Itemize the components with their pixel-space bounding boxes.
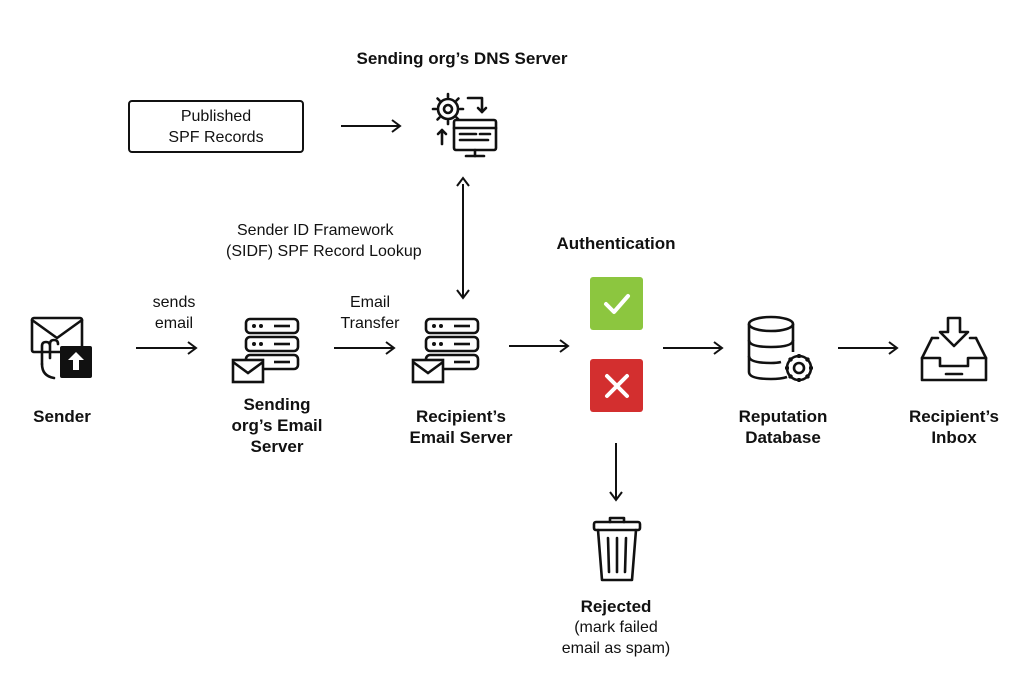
recipient-server-line1: Recipient’s	[415, 407, 507, 426]
email-transfer-line2: Transfer	[340, 315, 400, 332]
auth-pass-badge	[590, 277, 643, 330]
recipient-inbox-label: Recipient’s Inbox	[890, 406, 1018, 448]
authentication-title: Authentication	[556, 234, 676, 253]
recipient-server-label: Recipient’s Email Server	[386, 406, 536, 448]
sidf-label: Sender ID Framework (SIDF) SPF Record Lo…	[226, 220, 446, 262]
email-transfer-label: Email Transfer	[330, 292, 410, 334]
dns-server-icon	[431, 92, 498, 158]
recipient-server-line2: Email Server	[409, 428, 513, 447]
spf-records-box: Published SPF Records	[128, 100, 304, 153]
trash-icon	[592, 516, 642, 582]
check-icon	[603, 293, 630, 314]
dns-server-title: Sending org’s DNS Server	[356, 49, 568, 68]
email-transfer-line1: Email	[349, 294, 390, 311]
reputation-db-line2: Database	[745, 428, 821, 447]
sends-email-label: sends email	[134, 292, 214, 334]
sender-label: Sender	[33, 407, 91, 426]
rejected-title: Rejected	[580, 597, 652, 616]
spf-box-line1: Published	[180, 107, 252, 125]
sending-email-server-icon	[231, 317, 300, 384]
sender-email-icon	[30, 316, 92, 380]
sending-server-line3: Server	[250, 437, 304, 456]
database-gear-icon	[747, 315, 813, 382]
rejected-label: Rejected (mark failed email as spam)	[541, 596, 691, 659]
sending-server-label: Sending org’s Email Server	[212, 394, 342, 457]
sends-email-line2: email	[154, 315, 194, 332]
auth-fail-badge	[590, 359, 643, 412]
reputation-db-label: Reputation Database	[718, 406, 848, 448]
rejected-line1: (mark failed	[574, 619, 658, 636]
recipient-inbox-line1: Recipient’s	[908, 407, 1000, 426]
reputation-db-line1: Reputation	[738, 407, 828, 426]
recipient-email-server-icon	[411, 317, 480, 384]
spf-box-line2: SPF Records	[168, 128, 264, 146]
sending-server-line2: org’s Email	[231, 416, 323, 435]
sidf-line2: (SIDF) SPF Record Lookup	[226, 243, 422, 260]
sending-server-line1: Sending	[243, 395, 311, 414]
inbox-download-icon	[920, 316, 988, 382]
cross-icon	[604, 373, 629, 398]
sends-email-line1: sends	[152, 294, 196, 311]
rejected-line2: email as spam)	[561, 640, 671, 657]
sidf-line1: Sender ID Framework	[237, 222, 394, 239]
recipient-inbox-line2: Inbox	[931, 428, 977, 447]
